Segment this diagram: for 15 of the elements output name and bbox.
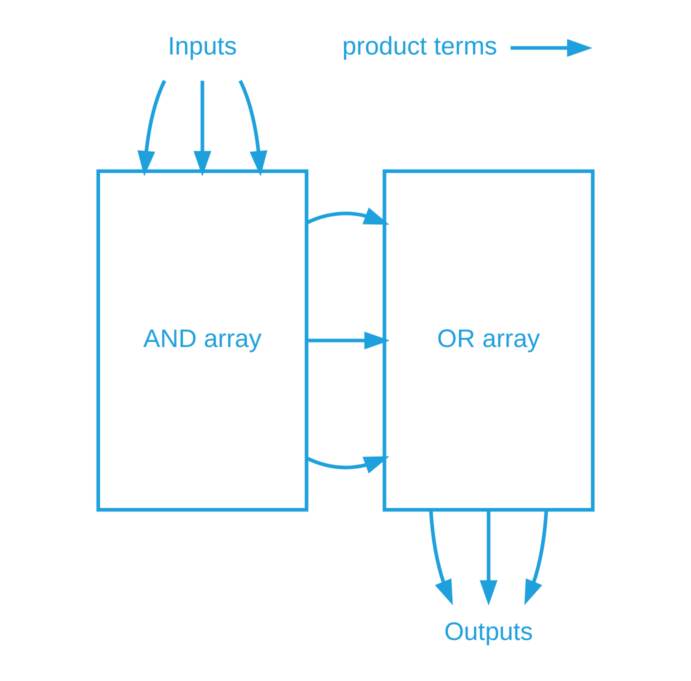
node-text: Inputs [168, 32, 237, 61]
arrow [137, 80, 166, 176]
arrow [510, 39, 592, 57]
node-box: OR array [382, 169, 595, 512]
arrow [524, 510, 548, 606]
arrow [194, 80, 212, 176]
arrow [480, 510, 498, 606]
arrow [306, 332, 390, 350]
arrow [306, 456, 390, 474]
arrow [429, 510, 453, 606]
node-text: Outputs [444, 618, 533, 646]
arrow [238, 80, 268, 176]
arrow [306, 208, 390, 225]
node-box: AND array [96, 169, 308, 512]
node-text: product terms [342, 32, 498, 61]
